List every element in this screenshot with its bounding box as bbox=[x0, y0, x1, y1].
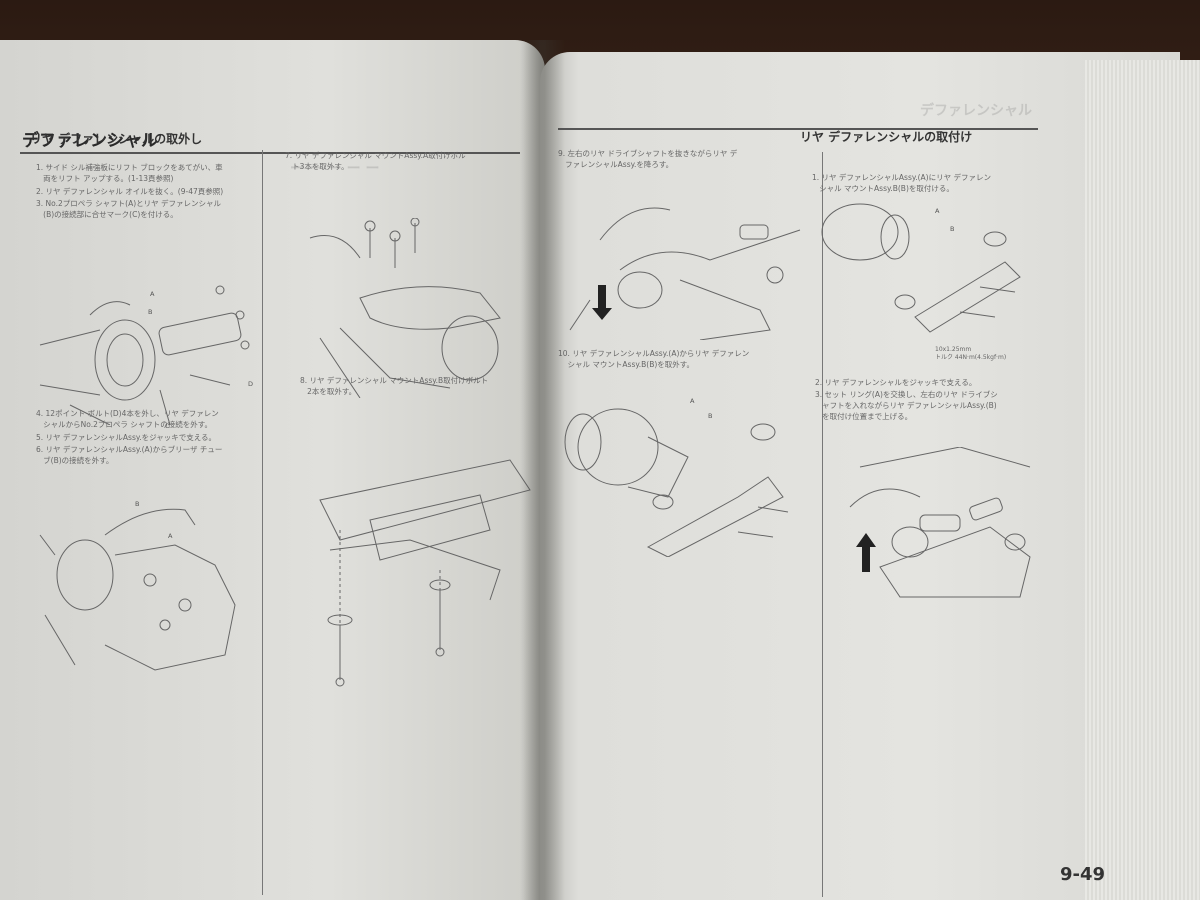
fig4-label-a: A bbox=[935, 207, 940, 215]
drive-shaft-figure bbox=[560, 180, 820, 340]
step-5: 5. リヤ デファレンシャルAssy.をジャッキで支える。 bbox=[36, 433, 217, 442]
left-page: デファレンシャル リヤ デファレンシャルの取外し 1. サイド シル補強板にリフ… bbox=[0, 40, 545, 900]
fig2-label-a: A bbox=[168, 532, 173, 540]
fig1-label-b: B bbox=[148, 308, 153, 316]
install-mount-figure bbox=[815, 197, 1025, 347]
step-10: 10. リヤ デファレンシャルAssy.(A)からリヤ デファレン シャル マウ… bbox=[558, 349, 750, 369]
breather-tube-figure bbox=[35, 495, 255, 675]
step-4: 4. 12ポイント ボルト(D)4本を外し、リヤ デファレン シャルからNo.2… bbox=[36, 409, 219, 429]
right-title-rule bbox=[558, 128, 1038, 130]
fig2-label-b: B bbox=[135, 500, 140, 508]
step-6: 6. リヤ デファレンシャルAssy.(A)からブリーザ チュー ブ(B)の接続… bbox=[36, 445, 223, 465]
page-number: 9-49 bbox=[1060, 864, 1106, 885]
torque-note: 10x1.25mm トルク 44N·m(4.5kgf·m) bbox=[935, 346, 1007, 361]
install-step-1: 1. リヤ デファレンシャルAssy.(A)にリヤ デファレン シャル マウント… bbox=[812, 173, 991, 193]
right-page: リヤ デファレンシャルの取付け 9. 左右のリヤ ドライブシャフトを抜きながらリ… bbox=[540, 52, 1180, 900]
mount-b-bolts-figure bbox=[310, 450, 535, 690]
fig1-label-d: D bbox=[248, 380, 254, 388]
section-title: デファレンシャル bbox=[22, 131, 158, 151]
fig3-label-a: A bbox=[690, 397, 695, 405]
show-through-text-right: デファレンシャル bbox=[920, 103, 1032, 119]
fig1-label-a: A bbox=[150, 290, 155, 298]
fig1-label-c: C bbox=[165, 422, 170, 430]
mount-a-bolts-figure bbox=[300, 218, 530, 398]
page-stack-edge bbox=[1085, 60, 1200, 900]
step-3: 3. No.2プロペラ シャフト(A)とリヤ デファレンシャル (B)の接続部に… bbox=[36, 199, 222, 219]
fig3-label-b: B bbox=[708, 412, 713, 420]
propeller-shaft-figure bbox=[30, 275, 260, 425]
install-step-2: 2. リヤ デファレンシャルをジャッキで支える。 bbox=[815, 378, 977, 387]
diff-mount-b-figure bbox=[558, 387, 818, 557]
install-step-3: 3. セット リング(A)を交換し、左右のリヤ ドライブシ ャフトを入れながらリ… bbox=[815, 390, 998, 421]
install-lift-figure bbox=[840, 447, 1040, 607]
fig4-label-b: B bbox=[950, 225, 955, 233]
step-2: 2. リヤ デファレンシャル オイルを抜く。(9-47頁参照) bbox=[36, 187, 224, 196]
column-divider-right bbox=[822, 152, 823, 897]
step-8: 8. リヤ デファレンシャル マウントAssy.B取付けボルト 2本を取外す。 bbox=[300, 376, 489, 396]
book-spine bbox=[520, 40, 565, 900]
title-rule bbox=[20, 152, 520, 154]
show-through-text: ー ー ー ー ー bbox=[290, 161, 380, 177]
column-divider-left bbox=[262, 150, 263, 895]
step-7: 7. リヤ デファレンシャル マウントAssy.A取付けボル ト3本を取外す。 bbox=[285, 151, 466, 171]
step-1: 1. サイド シル補強板にリフト ブロックをあてがい、車 両をリフト アップする… bbox=[36, 163, 223, 183]
step-9: 9. 左右のリヤ ドライブシャフトを抜きながらリヤ デ ファレンシャルAssy.… bbox=[558, 149, 738, 169]
removal-subhead: リヤ デファレンシャルの取外し bbox=[30, 132, 203, 146]
install-subhead: リヤ デファレンシャルの取付け bbox=[800, 130, 973, 144]
